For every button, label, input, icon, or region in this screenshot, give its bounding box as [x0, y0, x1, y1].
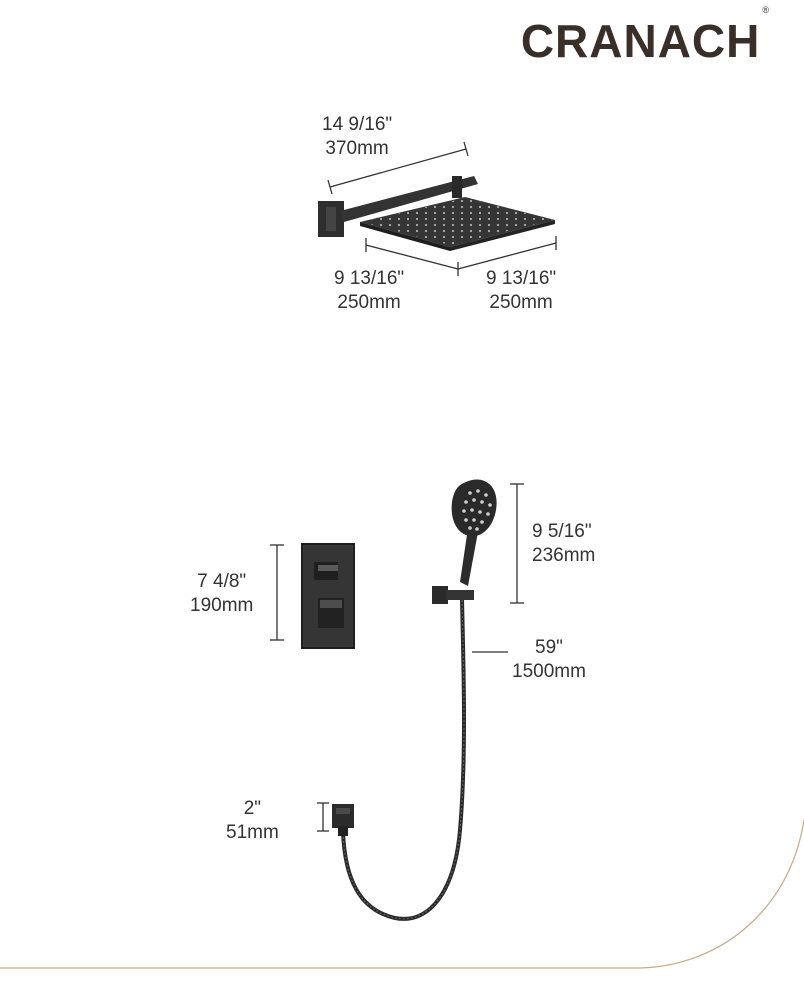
arm-length-inch: 14 9/16" — [322, 114, 393, 135]
hand-shower-height-mm: 236mm — [532, 545, 596, 566]
head-depth-inch: 9 13/16" — [486, 268, 557, 289]
head-width-mm: 250mm — [337, 292, 401, 313]
wall-outlet-elbow — [332, 804, 354, 828]
outlet-height-label: 2" 51mm — [226, 797, 279, 845]
valve-height-label: 7 4/8" 190mm — [190, 570, 253, 618]
hand-shower-handle — [460, 528, 478, 586]
valve-height-dimension-line — [270, 544, 284, 641]
outlet-height-dimension-line — [317, 802, 329, 832]
head-size-dimension-line — [365, 236, 557, 276]
valve-height-inch: 7 4/8" — [197, 571, 247, 592]
hand-shower-height-label: 9 5/16" 236mm — [532, 520, 595, 568]
shower-arm — [340, 176, 478, 222]
brand-logo: CRANACH® — [520, 5, 770, 68]
hand-shower — [317, 479, 524, 921]
arm-length-mm: 370mm — [325, 138, 389, 159]
rain-shower-head — [318, 141, 557, 276]
accent-curve — [0, 819, 804, 969]
brand-name: CRANACH — [520, 15, 761, 67]
head-depth-label: 9 13/16" 250mm — [486, 267, 556, 315]
hand-shower-face — [451, 479, 497, 537]
hose-length-label: 59" 1500mm — [512, 636, 586, 684]
hose-length-inch: 59" — [535, 637, 563, 658]
shower-hose — [341, 599, 466, 921]
hose-length-mm: 1500mm — [512, 661, 586, 682]
valve-height-mm: 190mm — [190, 595, 254, 616]
registered-mark: ® — [762, 4, 770, 15]
head-width-inch: 9 13/16" — [334, 268, 405, 289]
wall-bracket — [432, 586, 448, 604]
hand-shower-height-inch: 9 5/16" — [532, 521, 592, 542]
arm-length-label: 14 9/16" 370mm — [322, 113, 392, 161]
valve-trim-plate — [270, 543, 355, 649]
hand-shower-height-dimension-line — [510, 483, 524, 604]
head-width-label: 9 13/16" 250mm — [334, 267, 404, 315]
outlet-height-inch: 2" — [243, 798, 262, 819]
outlet-height-mm: 51mm — [226, 822, 279, 843]
head-depth-mm: 250mm — [489, 292, 553, 313]
arm-length-dimension-line — [327, 141, 469, 195]
